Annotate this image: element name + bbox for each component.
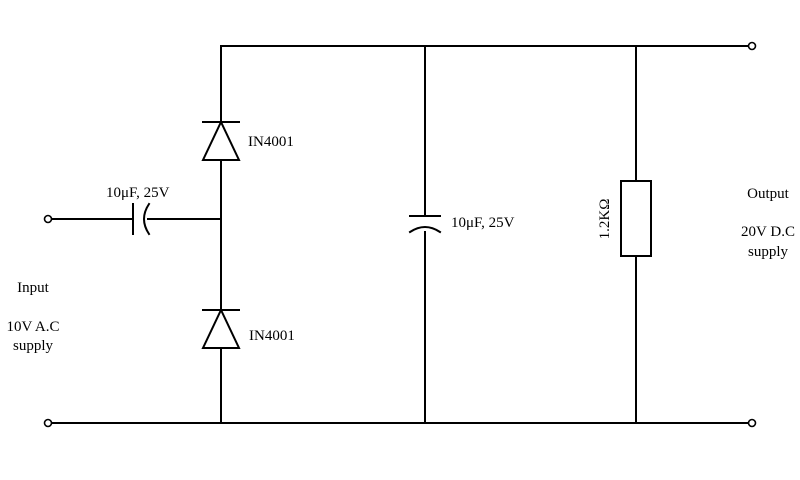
wires xyxy=(50,45,750,424)
input-capacitor-symbol xyxy=(132,202,151,236)
input-voltage-line: 10V A.C xyxy=(6,319,59,335)
filter-capacitor-label: 10μF, 25V xyxy=(451,215,515,231)
output-voltage-line: 20V D.C xyxy=(741,224,795,240)
filter-capacitor-plate-curved xyxy=(408,226,442,234)
output-terminal-top xyxy=(747,41,757,51)
terminals xyxy=(43,41,757,428)
resistor-label: 1.2KΩ xyxy=(597,199,613,240)
diode-top-symbol xyxy=(201,119,241,161)
output-terminal-bottom xyxy=(747,418,757,428)
output-title: Output xyxy=(747,186,790,202)
load-resistor-symbol xyxy=(620,180,652,257)
input-supply-line: supply xyxy=(13,338,54,354)
input-title: Input xyxy=(17,280,49,296)
diode-bottom-label: IN4001 xyxy=(249,328,295,344)
input-terminal-top xyxy=(43,214,53,224)
output-supply-line: supply xyxy=(748,244,789,260)
input-capacitor-label: 10μF, 25V xyxy=(106,185,170,201)
labels: IN4001 IN4001 10μF, 25V 10μF, 25V 1.2KΩ … xyxy=(6,134,794,354)
diode-top-label: IN4001 xyxy=(248,134,294,150)
diode-top-triangle xyxy=(201,119,241,161)
input-capacitor-plate-curved xyxy=(143,202,151,236)
diode-bottom-symbol xyxy=(201,307,241,349)
diode-bottom-triangle xyxy=(201,307,241,349)
input-terminal-bottom xyxy=(43,418,53,428)
filter-capacitor-symbol xyxy=(408,215,442,234)
